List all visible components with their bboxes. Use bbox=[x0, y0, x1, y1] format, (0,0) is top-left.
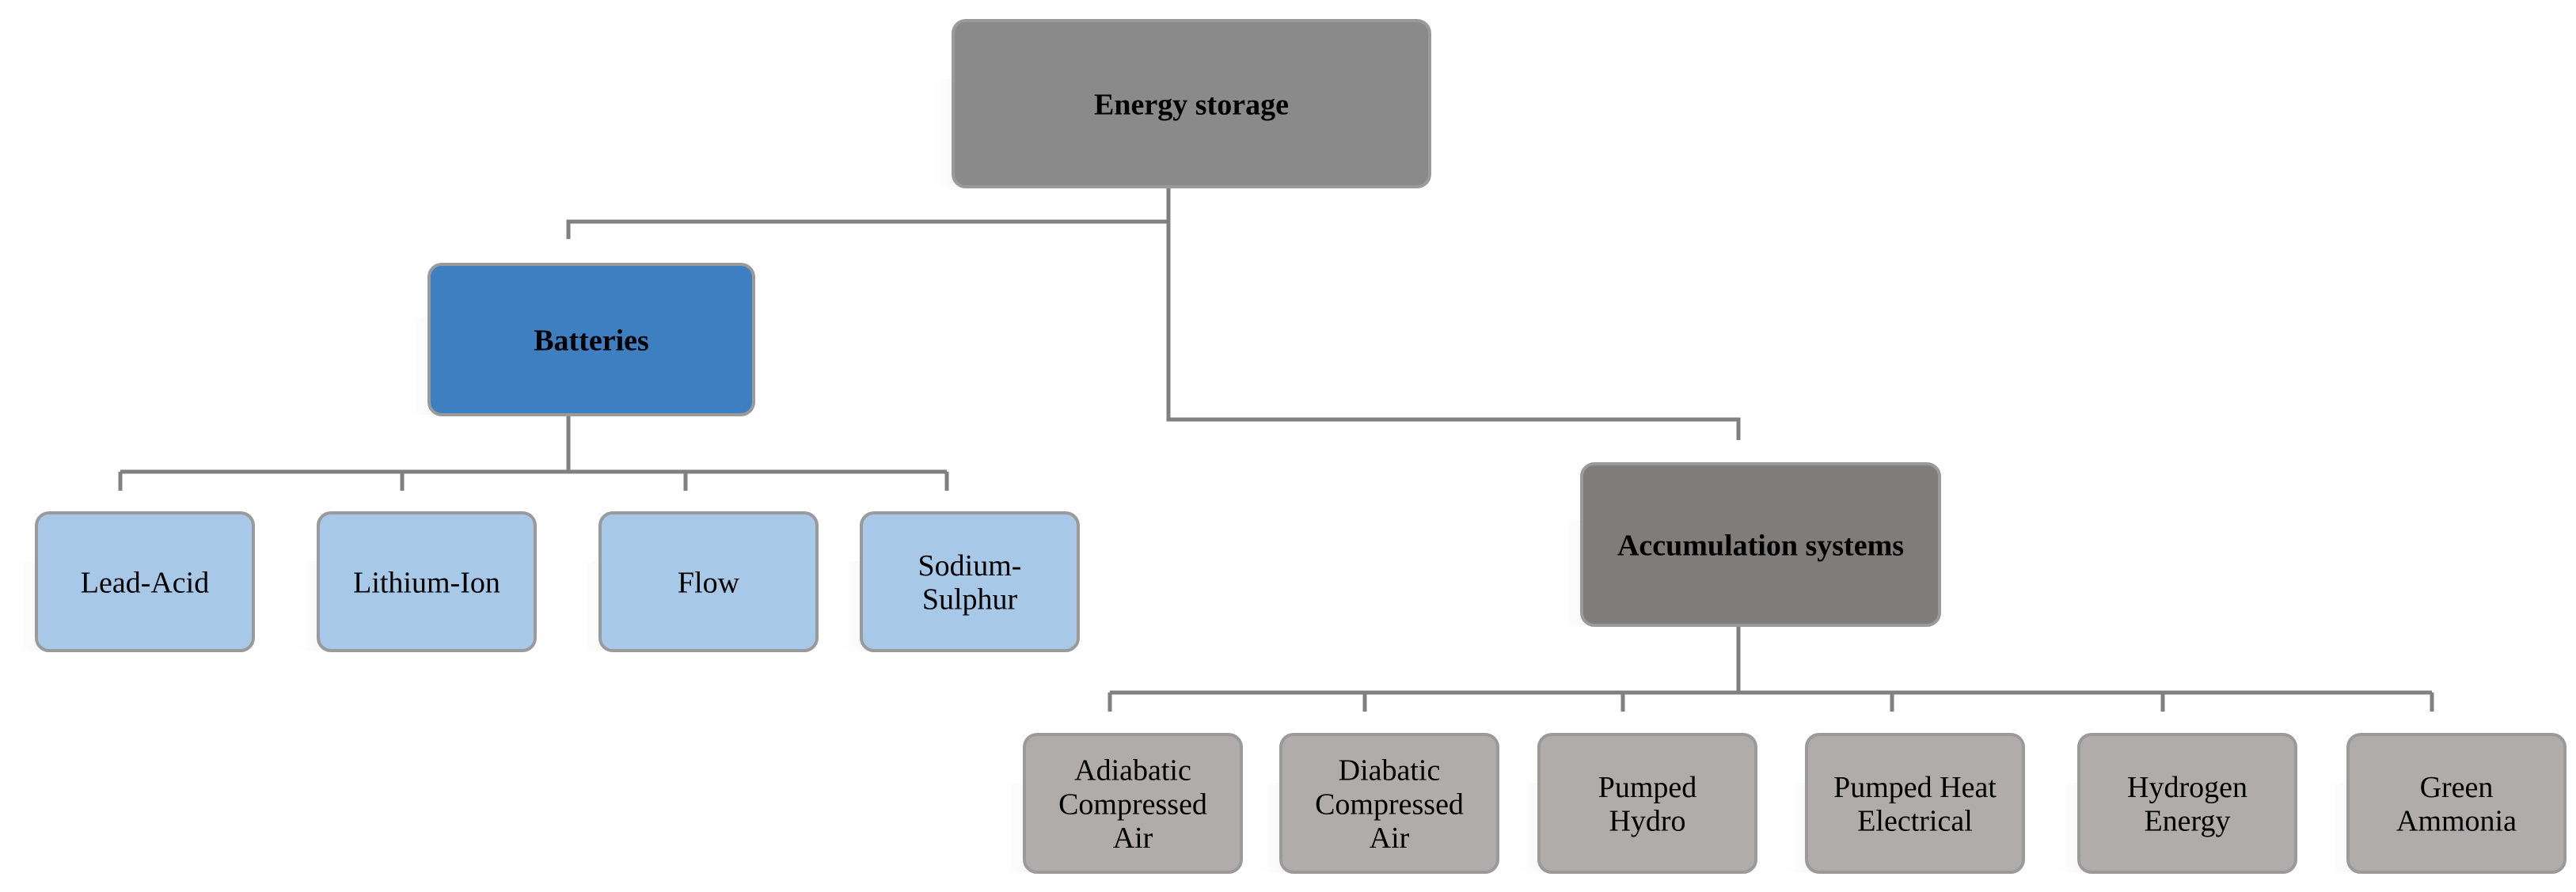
node-accumulation-child-2-label: Hydro bbox=[1609, 805, 1685, 838]
node-accumulation-child-0-label: Air bbox=[1113, 822, 1153, 855]
node-accumulation-child-1-label: Air bbox=[1370, 822, 1410, 855]
connector-root-batteries bbox=[566, 166, 1171, 239]
node-accumulation-child-2-label: Pumped bbox=[1598, 771, 1697, 804]
node-batteries-child-2-box bbox=[598, 511, 819, 652]
node-accumulation-child-5-label: Green bbox=[2420, 771, 2494, 804]
node-accumulation-child-0-label: Adiabatic bbox=[1074, 754, 1191, 788]
node-accumulation-child-4-label: Hydrogen bbox=[2127, 771, 2247, 804]
node-accumulation-child-0-box bbox=[1023, 733, 1243, 874]
node-accumulation-child-2-box bbox=[1537, 733, 1757, 874]
node-batteries-child-2: Flow bbox=[575, 511, 819, 652]
node-batteries-child-3-box bbox=[860, 511, 1080, 652]
node-batteries-child-3-label: Sulphur bbox=[922, 583, 1018, 617]
node-batteries-child-1: Lithium-Ion bbox=[293, 511, 537, 652]
node-accumulation-child-0-label: Compressed bbox=[1058, 788, 1207, 821]
node-energy-storage-label: Energy storage bbox=[1094, 88, 1289, 121]
node-accumulation-child-3-label: Pumped Heat bbox=[1833, 771, 1997, 804]
node-batteries-child-1-box bbox=[317, 511, 537, 652]
connector-root-accumulation bbox=[1166, 222, 1741, 440]
connectors bbox=[118, 166, 2434, 712]
node-accumulation-child-5-label: Ammonia bbox=[2396, 805, 2517, 838]
node-accumulation-box bbox=[1580, 462, 1941, 627]
node-energy-storage: Energy storage bbox=[928, 19, 1431, 188]
node-accumulation-child-4-box bbox=[2077, 733, 2297, 874]
node-batteries-box bbox=[427, 263, 755, 416]
node-accumulation-child-1-label: Diabatic bbox=[1339, 754, 1441, 788]
node-batteries-child-2-label: Flow bbox=[678, 566, 740, 599]
node-accumulation-child-4-label: Energy bbox=[2144, 805, 2230, 838]
node-accumulation-child-3-box bbox=[1805, 733, 2025, 874]
node-batteries-child-0-label: Lead-Acid bbox=[81, 566, 209, 599]
node-batteries-child-0-box bbox=[35, 511, 255, 652]
node-accumulation-child-5-box bbox=[2346, 733, 2567, 874]
node-accumulation-child-1-label: Compressed bbox=[1315, 788, 1464, 821]
node-batteries-child-3: Sodium-Sulphur bbox=[836, 511, 1080, 652]
node-batteries-label: Batteries bbox=[534, 324, 649, 357]
node-batteries: Batteries bbox=[404, 263, 755, 416]
node-accumulation-child-1-box bbox=[1279, 733, 1499, 874]
node-batteries-child-1-label: Lithium-Ion bbox=[353, 566, 500, 599]
node-accumulation: Accumulation systems bbox=[1556, 462, 1941, 627]
node-accumulation-child-3-label: Electrical bbox=[1857, 805, 1973, 838]
node-energy-storage-box bbox=[952, 19, 1431, 188]
node-accumulation-label: Accumulation systems bbox=[1617, 529, 1904, 562]
node-batteries-child-0: Lead-Acid bbox=[11, 511, 255, 652]
node-batteries-child-3-label: Sodium- bbox=[918, 549, 1022, 583]
